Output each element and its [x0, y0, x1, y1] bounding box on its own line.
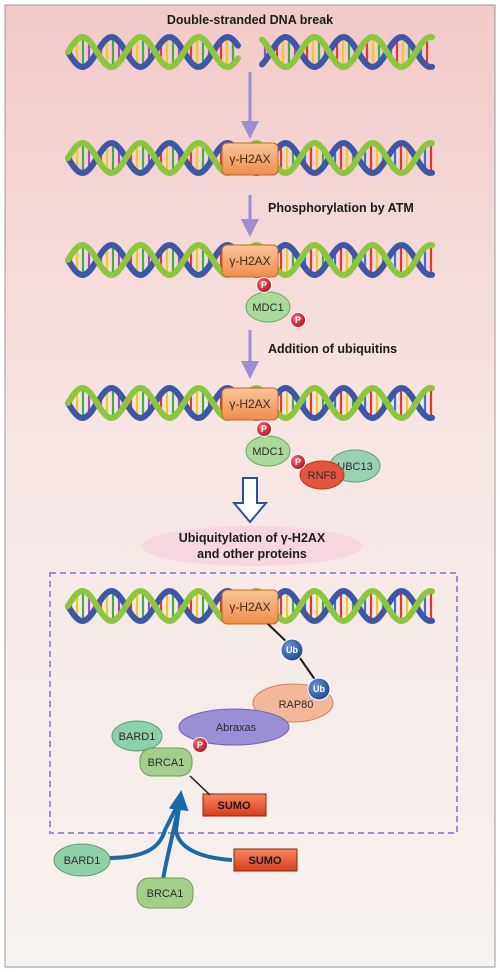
bard1-blob-free: BARD1 [53, 843, 111, 877]
svg-text:MDC1: MDC1 [252, 446, 283, 458]
dna-strand-green [259, 33, 435, 71]
hollow-down-arrow [231, 477, 269, 524]
ubiquitylation-label-line1: Ubiquitylation of γ-H2AX [179, 531, 326, 545]
h2ax-box-1: γ-H2AX [221, 142, 279, 176]
brca1-blob-free: BRCA1 [136, 877, 194, 909]
phospho-1a: P [256, 277, 272, 293]
svg-text:P: P [295, 457, 301, 467]
svg-text:MDC1: MDC1 [252, 302, 283, 314]
svg-text:γ-H2AX: γ-H2AX [229, 254, 270, 268]
svg-text:P: P [261, 424, 267, 434]
phospho-2b: P [290, 454, 306, 470]
svg-text:γ-H2AX: γ-H2AX [229, 397, 270, 411]
rnf8-blob: RNF8 [299, 460, 345, 490]
svg-text:Ub: Ub [313, 684, 325, 694]
sumo-box-complex: SUMO [202, 793, 267, 817]
svg-text:P: P [197, 740, 203, 750]
svg-text:P: P [295, 315, 301, 325]
svg-text:UBC13: UBC13 [337, 461, 372, 473]
svg-text:BARD1: BARD1 [119, 731, 156, 743]
label-glow [142, 526, 362, 566]
svg-text:γ-H2AX: γ-H2AX [229, 600, 270, 614]
mdc1-blob-2: MDC1 [245, 435, 291, 467]
brca1-sumo-linker [189, 775, 211, 796]
svg-text:Abraxas: Abraxas [216, 722, 257, 734]
dna-strand-blue [259, 33, 435, 71]
bard1-blob-complex: BARD1 [111, 720, 163, 752]
dna-break-label: Double-stranded DNA break [167, 13, 333, 27]
ub-circle-1: Ub [280, 638, 304, 662]
dna-helix-1 [65, 33, 435, 71]
svg-text:Ub: Ub [286, 645, 298, 655]
ubiquitin-addition-label: Addition of ubiquitins [268, 342, 397, 356]
complex-dashed-box [49, 572, 458, 834]
phosphorylation-label: Phosphorylation by ATM [268, 201, 414, 215]
phospho-1b: P [290, 312, 306, 328]
brca1-blob-complex: BRCA1 [139, 747, 193, 777]
svg-text:P: P [261, 280, 267, 290]
merge-arrow-bard1 [106, 799, 182, 860]
ubiquitylation-label-line2: and other proteins [197, 547, 307, 561]
ub-circle-2: Ub [307, 677, 331, 701]
abraxas-blob: Abraxas [178, 708, 290, 746]
phospho-3: P [192, 737, 208, 753]
h2ax-box-2: γ-H2AX [221, 244, 279, 278]
mdc1-blob-1: MDC1 [245, 291, 291, 323]
h2ax-box-4: γ-H2AX [221, 589, 279, 625]
svg-text:BRCA1: BRCA1 [148, 757, 185, 769]
dna-strand-green [65, 33, 241, 71]
svg-text:RNF8: RNF8 [308, 470, 337, 482]
svg-text:SUMO: SUMO [218, 800, 251, 812]
svg-text:SUMO: SUMO [249, 855, 282, 867]
svg-text:RAP80: RAP80 [279, 699, 314, 711]
merge-arrow-sumo [168, 790, 233, 862]
svg-text:BRCA1: BRCA1 [147, 888, 184, 900]
svg-text:γ-H2AX: γ-H2AX [229, 152, 270, 166]
phospho-2a: P [256, 421, 272, 437]
h2ax-box-3: γ-H2AX [221, 387, 279, 421]
svg-text:BARD1: BARD1 [64, 855, 101, 867]
sumo-box-free: SUMO [233, 848, 298, 872]
